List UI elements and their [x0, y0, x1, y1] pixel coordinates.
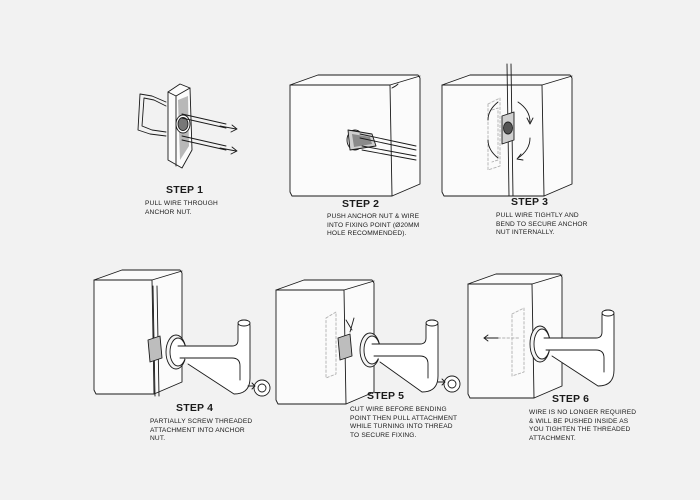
step-6-illustration	[467, 273, 615, 399]
step-6-desc-line: ATTACHMENT.	[529, 434, 576, 442]
step-2-desc-line: PUSH ANCHOR NUT & WIRE	[327, 213, 420, 220]
step-4-desc-line: PARTIALLY SCREW THREADED	[150, 418, 253, 425]
step-3-description: PULL WIRE TIGHTLY AND BEND TO SECURE ANC…	[496, 212, 606, 238]
step-2-desc-line: INTO FIXING POINT (Ø20mm	[327, 221, 420, 229]
step-4-description: PARTIALLY SCREW THREADED ATTACHMENT INTO…	[150, 418, 260, 444]
step-5-title: STEP 5	[367, 390, 405, 402]
step-2-illustration	[289, 74, 421, 197]
step-5-desc-line: POINT THEN PULL ATTACHMENT	[350, 414, 458, 422]
step-4-desc-line: ATTACHMENT INTO ANCHOR	[150, 426, 245, 434]
step-4-desc-line: NUT.	[150, 435, 166, 443]
step-3-desc-line: NUT INTERNALLY.	[496, 229, 555, 237]
step-5-description: CUT WIRE BEFORE BENDING POINT THEN PULL …	[350, 406, 465, 440]
step-1-description: PULL WIRE THROUGH ANCHOR NUT.	[145, 200, 240, 217]
step-6-desc-line: YOU TIGHTEN THE THREADED	[529, 426, 631, 434]
step-2-title: STEP 2	[342, 198, 380, 210]
step-3-desc-line: PULL WIRE TIGHTLY AND	[496, 212, 579, 219]
step-1-desc-line: ANCHOR NUT.	[145, 208, 192, 216]
pull-arrow-icon	[219, 125, 237, 130]
step-3-desc-line: BEND TO SECURE ANCHOR	[496, 220, 588, 228]
step-6-title: STEP 6	[552, 393, 590, 405]
step-5-desc-line: CUT WIRE BEFORE BENDING	[350, 406, 447, 413]
step-4-illustration	[93, 269, 271, 397]
step-6-desc-line: & WILL BE PUSHED INSIDE AS	[529, 417, 629, 425]
step-5-illustration	[275, 279, 461, 405]
step-1-illustration	[137, 83, 238, 169]
step-2-description: PUSH ANCHOR NUT & WIRE INTO FIXING POINT…	[327, 213, 437, 239]
step-5-desc-line: TO SECURE FIXING.	[350, 431, 417, 439]
step-6-description: WIRE IS NO LONGER REQUIRED & WILL BE PUS…	[529, 409, 644, 443]
step-2-desc-line: HOLE RECOMMENDED).	[327, 230, 407, 238]
step-3-title: STEP 3	[511, 196, 549, 208]
step-5-desc-line: WHILE TURNING INTO THREAD	[350, 423, 453, 431]
step-3-illustration	[441, 63, 573, 197]
pull-arrow-icon	[219, 147, 237, 152]
step-1-desc-line: PULL WIRE THROUGH	[145, 200, 218, 207]
step-1-title: STEP 1	[166, 184, 204, 196]
step-6-desc-line: WIRE IS NO LONGER REQUIRED	[529, 409, 637, 416]
step-4-title: STEP 4	[176, 402, 214, 414]
